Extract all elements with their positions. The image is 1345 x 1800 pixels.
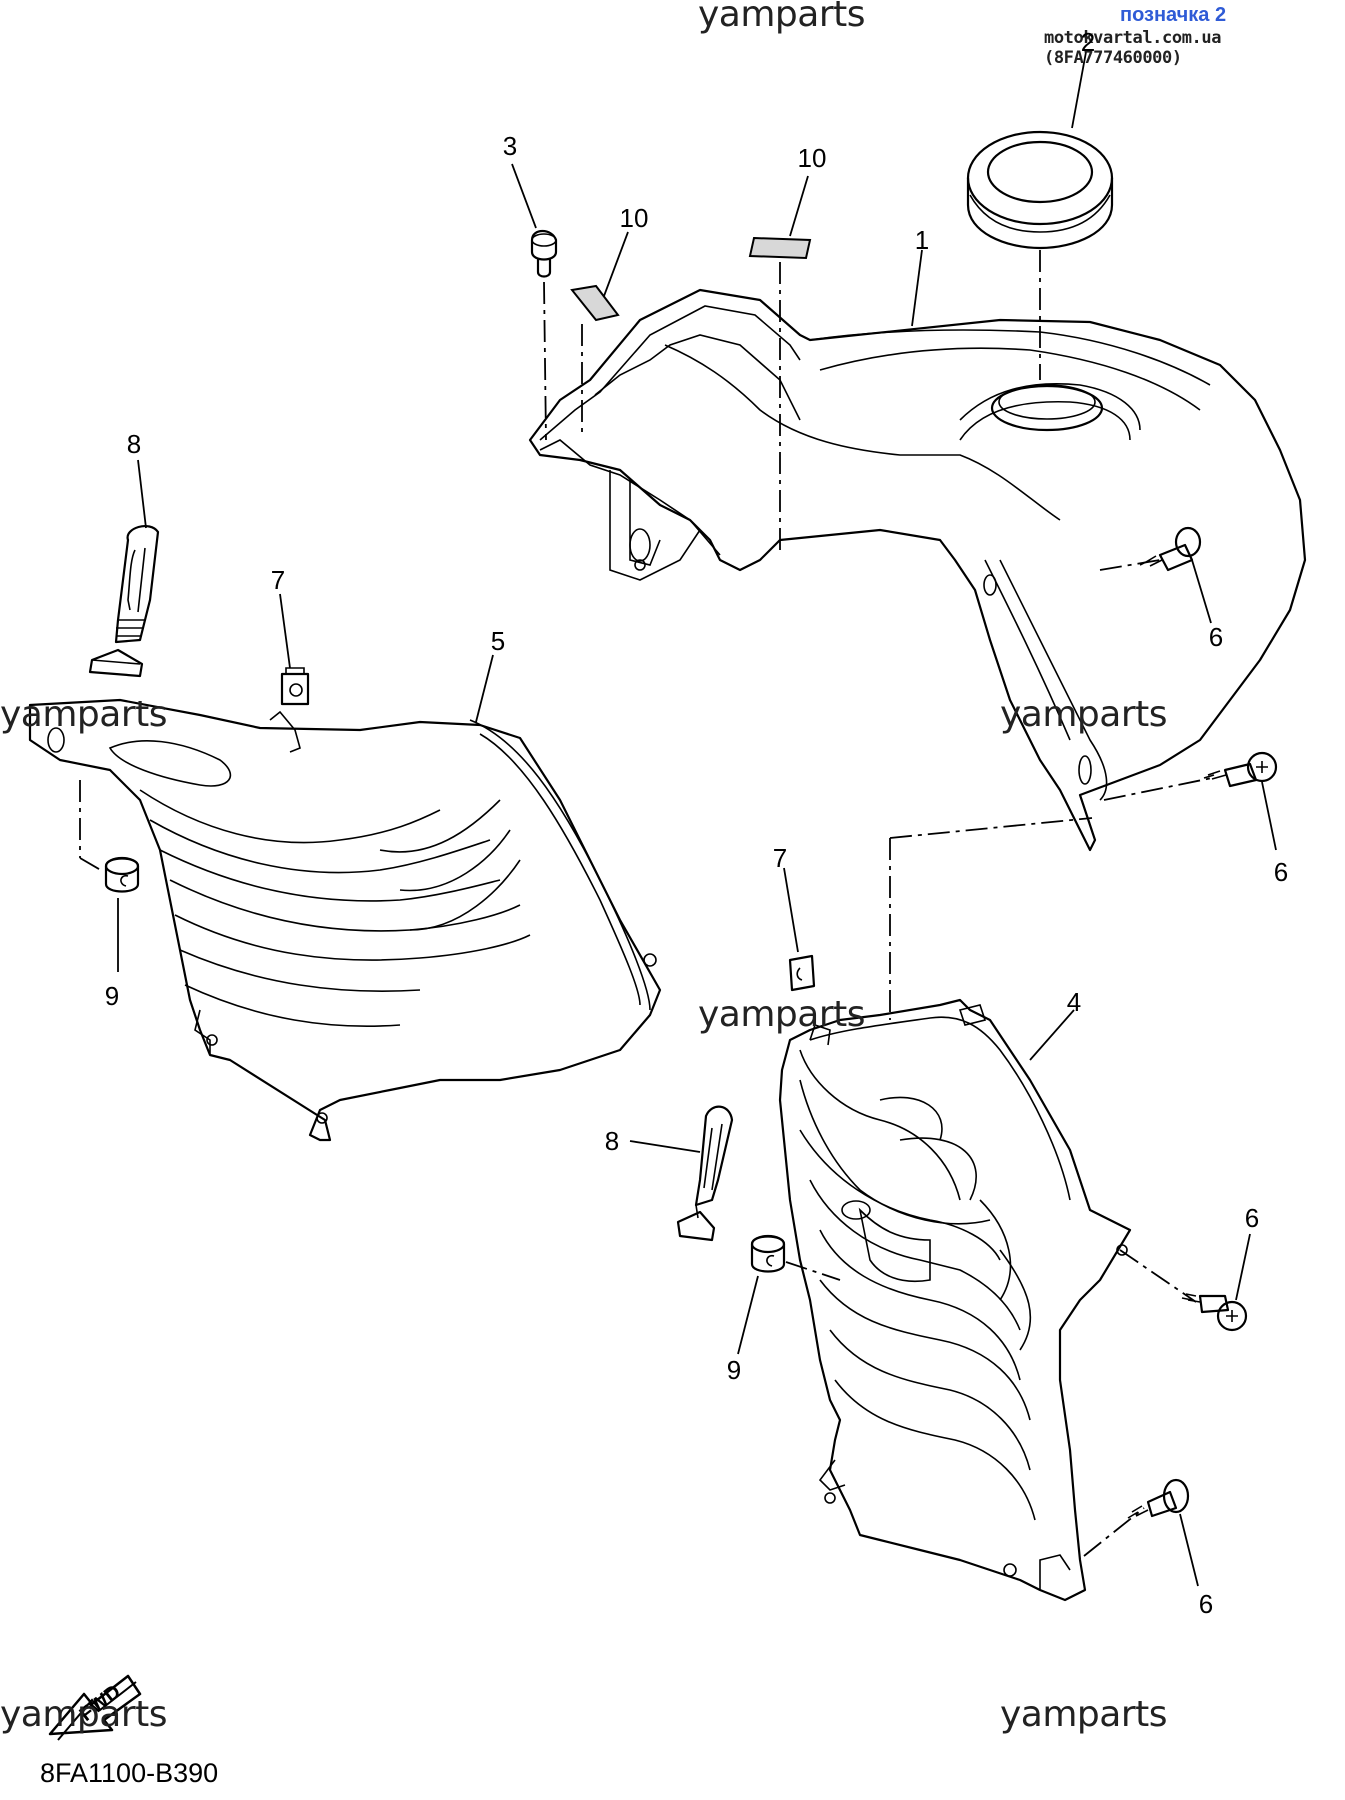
part-10-pad-right[interactable] [748, 236, 812, 260]
callout-8-left: 8 [126, 429, 142, 459]
callout-4: 4 [1066, 987, 1082, 1017]
source-label: motokvartal.com.ua (8FA777460000) [1044, 28, 1222, 68]
watermark: yamparts [698, 994, 866, 1035]
callout-2: 2 [1080, 27, 1096, 57]
assembly-lines [79, 250, 1213, 1557]
callout-7-left: 7 [270, 565, 286, 595]
part-7-clip-left[interactable] [280, 667, 310, 706]
callout-1: 1 [914, 225, 930, 255]
part-3-plug[interactable] [530, 229, 558, 278]
part-9-grommet-right[interactable] [750, 1234, 786, 1273]
callout-6-c: 6 [1244, 1203, 1260, 1233]
part-7-clip-right[interactable] [788, 954, 816, 992]
part-8-strap-left[interactable] [88, 524, 160, 678]
callout-10-left: 10 [619, 203, 649, 233]
part-10-pad-left[interactable] [570, 284, 620, 322]
watermark: yamparts [1000, 694, 1168, 735]
callout-9-right: 9 [726, 1355, 742, 1385]
callout-3: 3 [502, 131, 518, 161]
callout-6-d: 6 [1198, 1589, 1214, 1619]
part-6-screw-b[interactable] [1203, 751, 1278, 788]
part-6-screw-a[interactable] [1139, 526, 1202, 572]
callout-5: 5 [490, 626, 506, 656]
callout-7-right: 7 [772, 843, 788, 873]
part-9-grommet-left[interactable] [104, 856, 140, 893]
callout-6-b: 6 [1273, 857, 1289, 887]
callout-10-right: 10 [797, 143, 827, 173]
callout-9-left: 9 [104, 981, 120, 1011]
callout-8-right: 8 [604, 1126, 620, 1156]
watermark: yamparts [0, 1694, 168, 1735]
part-4-right-side-cover[interactable] [778, 998, 1132, 1602]
part-6-screw-d[interactable] [1127, 1478, 1190, 1519]
part-5-left-side-cover[interactable] [28, 698, 662, 1142]
watermark: yamparts [698, 0, 866, 35]
watermark: yamparts [0, 694, 168, 735]
part-2-ring[interactable] [966, 130, 1114, 250]
callout-6-a: 6 [1208, 622, 1224, 652]
part-8-strap-right[interactable] [676, 1105, 734, 1242]
diagram-code: 8FA1100-B390 [40, 1758, 219, 1788]
leader-lines [117, 51, 1277, 1587]
mark-label: позначка 2 [1120, 4, 1227, 26]
part-1-tank-cover[interactable] [528, 288, 1307, 852]
watermark: yamparts [1000, 1694, 1168, 1735]
